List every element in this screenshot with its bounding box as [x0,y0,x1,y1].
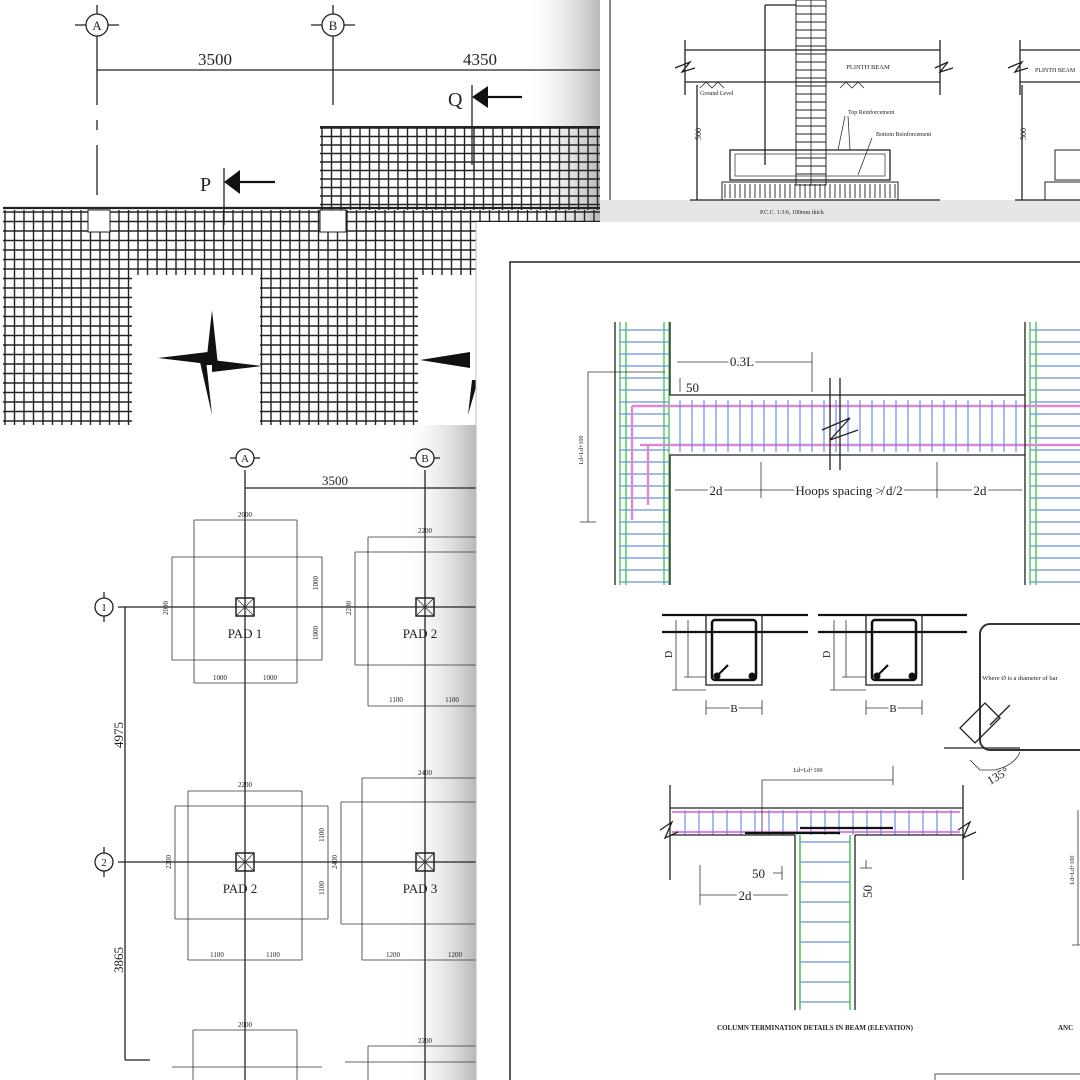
dimension-50: 50 [686,380,699,395]
dimension-2d-left: 2d [710,483,724,498]
pad-dim: 1200 [448,951,463,959]
pad-dim: 1000 [312,626,320,641]
section-label-p: P [200,174,211,196]
pad-dim: 1100 [389,696,403,704]
section-marker-q: Q [448,85,522,165]
column-icon [235,597,255,617]
pad-label: PAD 2 [223,881,258,896]
grid-bubble-2: 2 [94,847,114,877]
grid-bubble-b: B [410,448,440,468]
pad-dim: 2200 [345,601,353,616]
column-stub [87,209,111,233]
grid-bubble-b: B [311,5,355,105]
pad-dim: 1000 [312,576,320,591]
dimension-50: 50 [752,866,765,881]
grid-label-a: A [241,453,249,465]
pad-dim: 2000 [162,601,170,616]
depth-dimension: 500 [694,128,703,140]
pad-dim: 2000 [238,511,253,519]
detail-caption-2: ANC [1058,1024,1073,1032]
bottom-reinforcement-label: Bottom Reinforcement [876,131,931,138]
dimension-3865: 3865 [111,947,126,973]
pad-dim: 2200 [238,781,253,789]
slab-opening [418,275,478,425]
pad-dim: 2000 [238,1021,253,1029]
section-depth-label: D [822,651,833,658]
grid-bubble-a: A [230,448,260,468]
dimension-ld: Ld=Ld+100 [1070,855,1076,884]
beam-column-detail-sheet: 0.3L 50 Ld=Ld+100 2d Hoops spacing ≯ d/2… [475,222,1080,1080]
pad-label: PAD 2 [403,626,438,641]
column-stub [319,209,347,233]
section-width-label: B [889,703,896,715]
top-reinforcement-label: Top Reinforcement [848,109,895,116]
pad-dim: 2200 [418,1037,433,1045]
beam-section-1: D B [662,613,808,717]
pad-dim: 1200 [386,951,401,959]
hoops-spacing-label: Hoops spacing ≯ d/2 [795,483,902,498]
grid-label-2: 2 [101,857,107,869]
hook-note: Where Ø is a diameter of bar [982,675,1058,682]
pad-footing-plan: 3500 4975 3865 A B 1 2 PAD 1 2000 2000 1… [0,425,476,1080]
pad-dim: 2400 [418,769,433,777]
section-depth-label: D [664,651,675,658]
dimension-3500: 3500 [198,50,232,69]
pad-footing: PAD 3 2400 2400 1200 1200 [331,769,476,961]
section-label-q: Q [448,89,463,111]
column-icon [415,852,435,872]
grid-label-1: 1 [101,602,107,614]
grid-bubble-a: A [75,5,119,195]
dimension-ld: Ld=Ld+100 [579,435,585,464]
dimension-2d-right: 2d [974,483,988,498]
sheet-border [509,261,1080,1080]
slab-opening [132,275,260,425]
detail-caption: COLUMN TERMINATION DETAILS IN BEAM (ELEV… [717,1024,914,1032]
pad-dim: 1100 [210,951,224,959]
depth-dimension-2: 500 [1019,128,1028,140]
dimension-0-3l: 0.3L [730,354,754,369]
dimension-3500: 3500 [322,473,348,488]
dimension-4350: 4350 [463,50,497,69]
beam-reinforcement [619,322,1080,585]
dimension-50: 50 [860,885,875,898]
pcc-label: P.C.C. 1:3:6, 100mm thick [760,210,824,216]
pad-dim: 2200 [165,855,173,870]
pad-footing: PAD 2 2200 2200 1100 1100 [345,527,476,707]
grid-label-a: A [92,18,102,33]
pad-dim: 1000 [213,674,228,682]
column-icon [235,852,255,872]
section-marker-p: P [200,168,275,225]
ground-level-label: Ground Level [700,91,734,97]
section-width-label: B [730,703,737,715]
pad-dim: 1100 [318,828,326,842]
column-icon [415,597,435,617]
grid-label-b: B [421,453,428,465]
slab-reinforcement-plan: A B 3500 4350 Q P [0,0,600,425]
grid-label-b: B [329,18,338,33]
pcc-hatch [724,184,896,198]
pad-dim: 2200 [418,527,433,535]
pad-dim: 2400 [331,855,339,870]
dimension-4975: 4975 [111,722,126,748]
plinth-beam-label: PLINTH BEAM [846,64,890,71]
pad-footing: PAD 2 2200 2200 1100 1100 1100 1100 [165,781,329,961]
footing-section-detail: PLINTH BEAM Ground Level Top Reinforceme… [600,0,1080,222]
pad-dim: 1100 [318,881,326,895]
grid-bubble-1: 1 [94,592,114,622]
pad-label: PAD 3 [403,881,438,896]
pad-dim: 1100 [266,951,280,959]
plinth-beam-label-2: PLINTH BEAM [1035,68,1076,74]
beam-section-2: D B [818,613,967,717]
pad-label: PAD 1 [228,626,263,641]
pad-dim: 1100 [445,696,459,704]
dimension-ld: Ld=Ld+100 [793,768,822,774]
dimension-2d: 2d [739,888,753,903]
pad-footing: PAD 1 2000 2000 1000 1000 1000 1000 [162,511,323,684]
pad-dim: 1000 [263,674,278,682]
